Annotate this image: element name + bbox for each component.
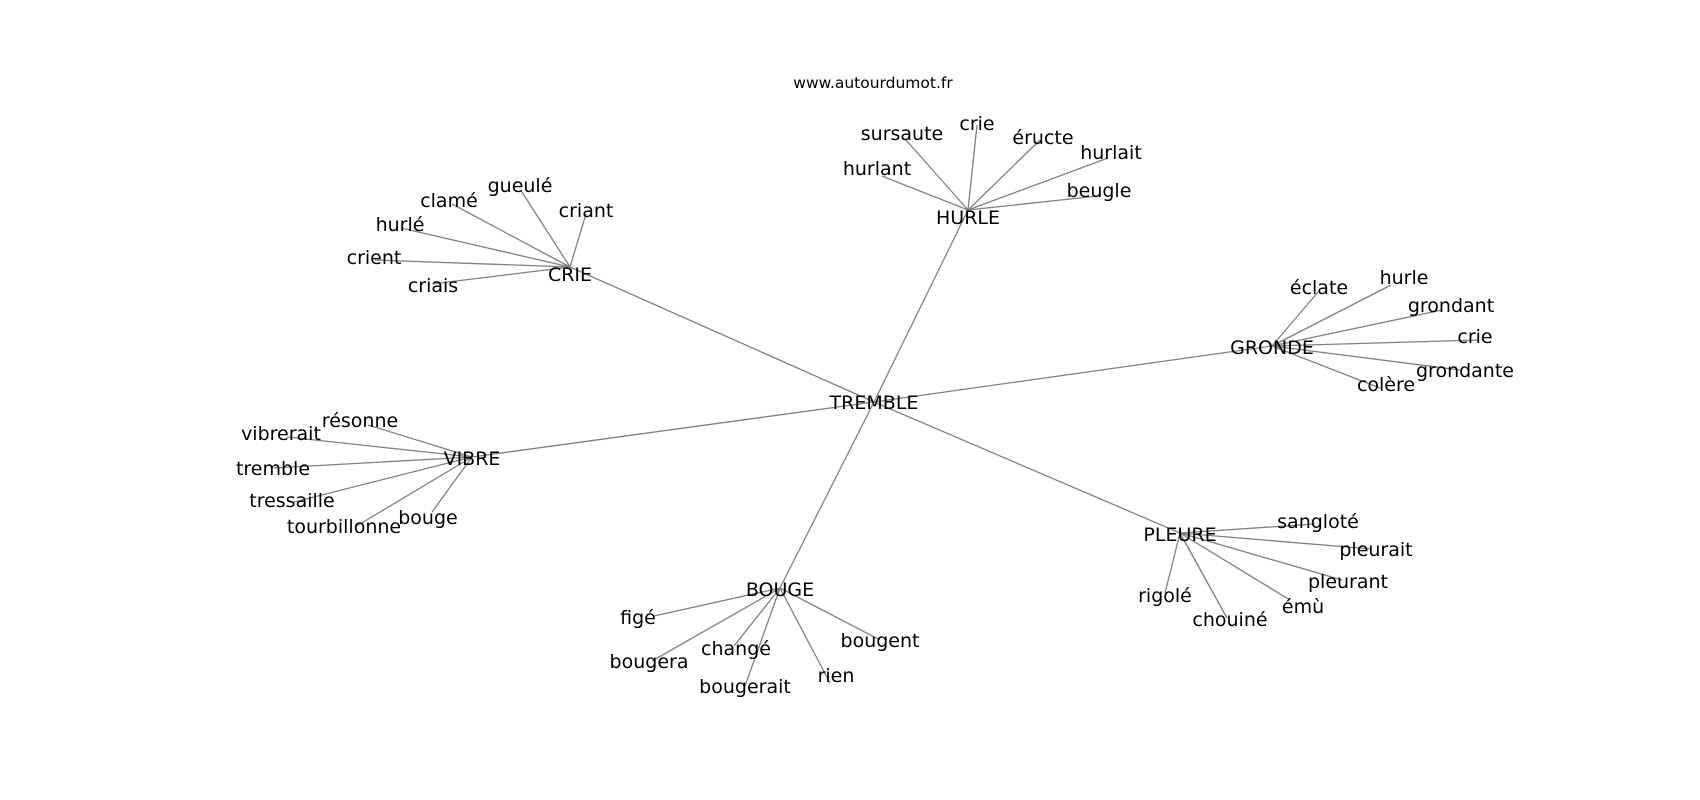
hub-to-leaf-edge (354, 456, 473, 528)
hub-to-leaf-edge (1164, 532, 1181, 594)
hub-node-label: VIBRE (444, 448, 501, 470)
hub-to-leaf-edge (451, 203, 571, 268)
center-to-hub-edge (873, 209, 969, 403)
leaf-node-label: crient (347, 247, 402, 269)
leaf-node-label: rigolé (1138, 585, 1192, 607)
leaf-node-label: bougent (841, 630, 920, 652)
center-to-hub-edge (471, 401, 875, 458)
hub-to-leaf-edge (1271, 284, 1392, 347)
leaf-node-label: sursaute (861, 123, 943, 145)
hub-to-leaf-edge (431, 266, 571, 285)
leaf-node-label: hurlant (843, 158, 911, 180)
hub-to-leaf-edge (521, 191, 571, 268)
leaf-node-label: résonne (322, 410, 398, 432)
leaf-node-label: bouge (398, 507, 457, 529)
hub-to-leaf-edge (779, 587, 881, 641)
hub-to-leaf-edge (905, 139, 969, 211)
leaf-node-label: éclate (1290, 277, 1348, 299)
leaf-node-label: hurle (1380, 267, 1429, 289)
hub-to-leaf-edge (1271, 345, 1461, 371)
leaf-node-label: pleurait (1339, 539, 1412, 561)
leaf-node-label: éructe (1012, 127, 1073, 149)
hub-to-leaf-edge (744, 587, 781, 687)
hub-to-leaf-edge (779, 587, 831, 684)
hub-to-leaf-edge (293, 456, 473, 503)
hub-node-label: PLEURE (1143, 524, 1216, 546)
leaf-node-label: colère (1357, 374, 1415, 396)
leaf-node-label: chouiné (1192, 609, 1267, 631)
center-to-hub-edge (569, 266, 875, 403)
hub-to-leaf-edge (569, 213, 587, 268)
center-to-hub-edge (873, 345, 1273, 403)
leaf-node-label: criant (559, 200, 614, 222)
hub-to-leaf-edge (653, 587, 781, 617)
leaf-node-label: beugle (1067, 180, 1132, 202)
leaf-node-label: grondant (1408, 295, 1494, 317)
hub-to-leaf-edge (1179, 532, 1372, 550)
leaf-node-label: changé (701, 638, 771, 660)
leaf-node-label: clamé (420, 190, 478, 212)
hub-to-leaf-edge (651, 587, 781, 662)
hub-to-leaf-edge (1271, 291, 1319, 347)
hub-to-leaf-edge (1179, 532, 1343, 581)
leaf-node-label: grondante (1416, 360, 1514, 382)
hub-to-leaf-edge (1271, 339, 1480, 347)
hub-to-leaf-edge (1179, 532, 1291, 601)
leaf-node-label: sangloté (1277, 511, 1359, 533)
leaf-node-label: criais (408, 275, 458, 297)
hub-to-leaf-edge (881, 175, 969, 211)
leaf-node-label: crie (959, 113, 994, 135)
hub-to-leaf-edge (1271, 345, 1381, 389)
hub-node-label: HURLE (936, 207, 1000, 229)
leaf-node-label: tressaille (249, 490, 335, 512)
hub-to-leaf-edge (967, 139, 1041, 211)
hub-to-leaf-edge (400, 227, 571, 268)
leaf-node-label: émù (1282, 596, 1324, 618)
center-node-label: TREMBLE (829, 392, 919, 414)
leaf-node-label: rien (818, 665, 855, 687)
hub-to-leaf-edge (1179, 523, 1316, 534)
hub-to-leaf-edge (967, 157, 1109, 211)
leaf-node-label: figé (620, 607, 656, 629)
leaf-node-label: vibrerait (241, 423, 321, 445)
hub-node-label: BOUGE (746, 579, 814, 601)
hub-to-leaf-edge (431, 456, 473, 513)
center-to-hub-edge (779, 401, 875, 589)
hub-to-leaf-edge (967, 124, 978, 211)
leaf-node-label: hurlait (1080, 142, 1142, 164)
hub-to-leaf-edge (367, 424, 473, 458)
center-to-hub-edge (873, 401, 1181, 534)
hub-to-leaf-edge (1179, 532, 1228, 619)
hub-to-leaf-edge (1271, 309, 1443, 347)
hub-to-leaf-edge (286, 436, 473, 458)
labels: TREMBLE sursaute crie éructe hurlait hurlant… (236, 113, 1514, 698)
leaf-node-label: tourbillonne (287, 516, 401, 538)
leaf-node-label: tremble (236, 458, 310, 480)
hub-node-label: CRIE (548, 264, 592, 286)
leaf-node-label: crie (1457, 326, 1492, 348)
site-url-label: www.autourdumot.fr (793, 74, 953, 92)
hub-node-label: GRONDE (1230, 337, 1314, 359)
edges (273, 124, 1480, 687)
hub-to-leaf-edge (374, 259, 571, 268)
hub-to-leaf-edge (273, 456, 473, 469)
leaf-node-label: bougera (610, 651, 689, 673)
leaf-node-label: pleurant (1308, 571, 1388, 593)
leaf-node-label: gueulé (488, 175, 553, 197)
hub-to-leaf-edge (733, 587, 781, 647)
leaf-node-label: hurlé (376, 214, 425, 236)
hub-to-leaf-edge (967, 195, 1099, 211)
leaf-node-label: bougerait (699, 676, 791, 698)
